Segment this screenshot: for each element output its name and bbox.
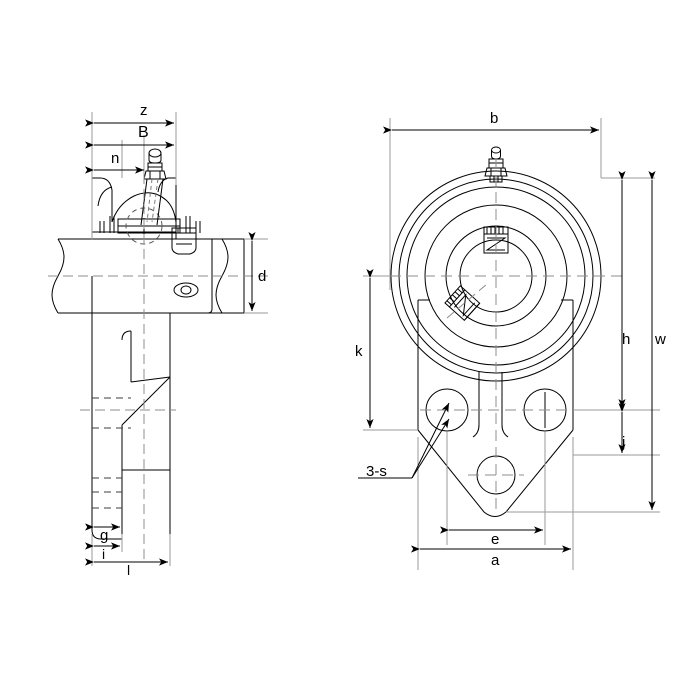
- dimension-label-j: j: [622, 434, 626, 451]
- side-section-view: [48, 112, 268, 566]
- dimension-label-g: g: [100, 527, 109, 544]
- dimension-label-n: n: [111, 150, 120, 167]
- dimension-label-h: h: [622, 331, 631, 348]
- dimension-label-l: l: [127, 562, 131, 578]
- dimension-label-w: w: [655, 331, 666, 348]
- set-screw-icon: [171, 227, 197, 255]
- bolt-count-leader: [358, 402, 450, 479]
- center-lines-side: [48, 144, 268, 560]
- set-screw-icon: [444, 285, 481, 322]
- dimension-label-b: b: [490, 110, 499, 127]
- dimension-label-bolts: 3-s: [366, 463, 387, 480]
- extension-lines-front: [363, 118, 660, 570]
- center-lines-front: [373, 158, 622, 510]
- bearing-housing-body: [91, 177, 177, 240]
- hidden-edges-side: [92, 397, 131, 509]
- set-screw-axis: [446, 283, 488, 319]
- dimension-label-e: e: [491, 531, 500, 548]
- dimension-label-i: i: [102, 546, 106, 562]
- front-view: [358, 118, 660, 570]
- dimension-label-z: z: [140, 102, 148, 119]
- dimension-label-a: a: [491, 552, 500, 569]
- dimension-label-B: B: [138, 124, 149, 141]
- dimension-label-k: k: [355, 343, 363, 360]
- dimension-label-d: d: [258, 268, 267, 285]
- extension-lines-side: [91, 112, 268, 566]
- grease-nipple-icon: [140, 148, 167, 226]
- flange-base-outline: [417, 299, 574, 517]
- flange-plate-profile: [91, 276, 171, 540]
- bore-throat-lines: [472, 372, 509, 438]
